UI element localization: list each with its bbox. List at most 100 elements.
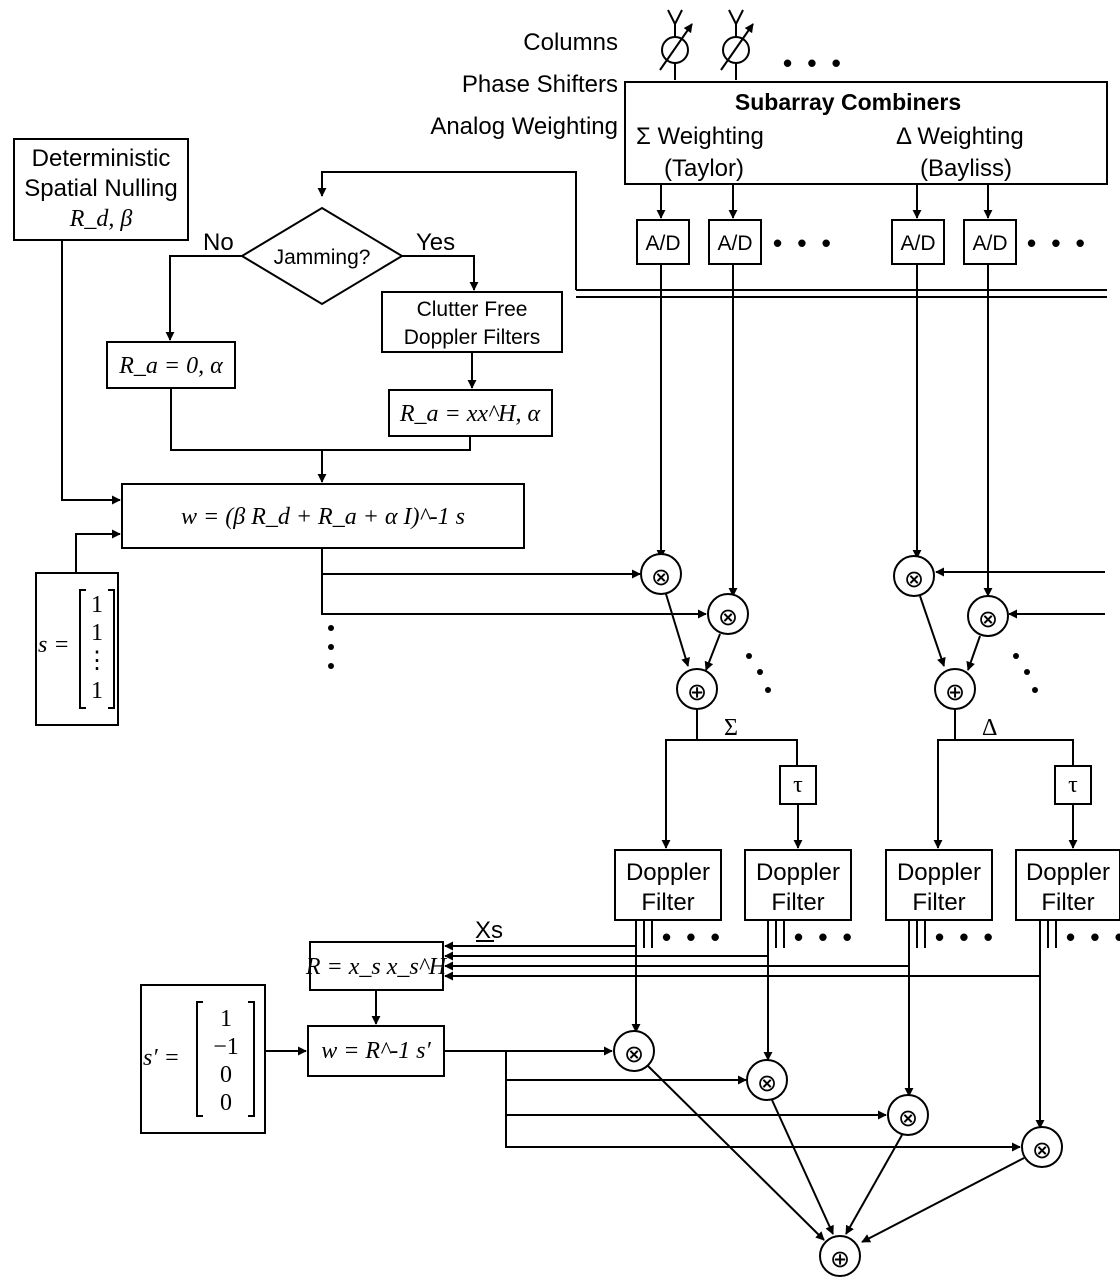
delta-multiplier-2: ⊗ bbox=[967, 595, 1009, 637]
s-prime-entry-2: −1 bbox=[213, 1034, 239, 1060]
svg-text:⊗: ⊗ bbox=[1032, 1138, 1052, 1164]
s-prime-vector-box bbox=[140, 984, 266, 1134]
s-prime-entry-4: 0 bbox=[220, 1090, 232, 1116]
ad-ellipsis-sigma: • • • bbox=[773, 228, 835, 258]
no-label: No bbox=[203, 229, 234, 256]
sigma-ellipsis bbox=[746, 653, 771, 693]
s-vector-entry-3: ⋮ bbox=[85, 648, 109, 674]
ad-converter-2: A/D bbox=[708, 219, 762, 265]
deterministic-nulling-box bbox=[13, 138, 189, 241]
doppler-multiplier-3: ⊗ bbox=[887, 1094, 929, 1136]
delta-output-label: Δ bbox=[982, 715, 997, 741]
spatial-nulling-label: Spatial Nulling bbox=[24, 175, 177, 202]
filter-ellipsis-2: • • • bbox=[794, 922, 856, 952]
s-vector-entry-2: 1 bbox=[91, 620, 103, 646]
sigma-delay-tau: τ bbox=[779, 765, 817, 805]
svg-text:A/D: A/D bbox=[717, 232, 752, 255]
delta-multiplier-1: ⊗ bbox=[893, 555, 935, 597]
doppler-filter-sigma-delayed: Doppler Filter bbox=[744, 849, 852, 921]
rd-beta-equation: R_d, β bbox=[69, 206, 133, 232]
columns-label: Columns bbox=[523, 29, 618, 56]
svg-text:Filter: Filter bbox=[1041, 889, 1094, 916]
svg-text:⊕: ⊕ bbox=[945, 680, 965, 706]
filter-ellipsis-4: • • • bbox=[1066, 922, 1120, 952]
svg-text:A/D: A/D bbox=[900, 232, 935, 255]
doppler-multiplier-2: ⊗ bbox=[746, 1059, 788, 1101]
taylor-label: (Taylor) bbox=[664, 155, 744, 182]
sigma-multiplier-1: ⊗ bbox=[640, 553, 682, 595]
filter-ellipsis-1: • • • bbox=[662, 922, 724, 952]
delta-ellipsis bbox=[1013, 653, 1038, 693]
svg-text:⊗: ⊗ bbox=[718, 605, 738, 631]
bayliss-label: (Bayliss) bbox=[920, 155, 1012, 182]
svg-text:⊕: ⊕ bbox=[830, 1247, 850, 1273]
antenna-element-1 bbox=[659, 9, 693, 80]
doppler-multiplier-4: ⊗ bbox=[1021, 1126, 1063, 1168]
s-vector-entry-4: 1 bbox=[91, 678, 103, 704]
ad-converter-1: A/D bbox=[636, 219, 690, 265]
svg-text:Doppler: Doppler bbox=[756, 859, 840, 886]
svg-text:A/D: A/D bbox=[972, 232, 1007, 255]
filter-ellipsis-3: • • • bbox=[935, 922, 997, 952]
doppler-filter-delta: Doppler Filter bbox=[885, 849, 993, 921]
antenna-element-2 bbox=[720, 9, 754, 80]
weight-ellipsis bbox=[328, 625, 334, 669]
svg-text:Doppler: Doppler bbox=[897, 859, 981, 886]
delta-weighting-label: Δ Weighting bbox=[896, 123, 1024, 150]
s-vector-entry-1: 1 bbox=[91, 592, 103, 618]
deterministic-label: Deterministic bbox=[32, 145, 171, 172]
svg-text:Doppler: Doppler bbox=[626, 859, 710, 886]
clutter-free-label: Clutter Free bbox=[417, 298, 528, 321]
svg-text:A/D: A/D bbox=[645, 232, 680, 255]
s-prime-entry-1: 1 bbox=[220, 1006, 232, 1032]
xs-label: Xs bbox=[475, 917, 503, 944]
adaptive-weight-box bbox=[307, 1025, 445, 1077]
svg-text:Filter: Filter bbox=[912, 889, 965, 916]
covariance-estimate-box bbox=[309, 941, 444, 991]
weight-equation: w = (β R_d + R_a + α I)^-1 s bbox=[181, 504, 465, 530]
svg-text:τ: τ bbox=[1068, 772, 1078, 798]
svg-text:⊗: ⊗ bbox=[624, 1042, 644, 1068]
s-vector-box bbox=[35, 572, 119, 726]
ad-ellipsis-delta: • • • bbox=[1027, 228, 1089, 258]
subarray-combiners-title: Subarray Combiners bbox=[735, 89, 961, 115]
svg-text:Doppler: Doppler bbox=[1026, 859, 1110, 886]
svg-text:⊗: ⊗ bbox=[651, 565, 671, 591]
s-prime-lhs: s′ = bbox=[143, 1045, 180, 1071]
ad-converter-3: A/D bbox=[891, 219, 945, 265]
final-summer: ⊕ bbox=[819, 1235, 861, 1277]
yes-label: Yes bbox=[416, 229, 455, 256]
sigma-summer: ⊕ bbox=[676, 668, 718, 710]
doppler-filter-delta-delayed: Doppler Filter bbox=[1015, 849, 1120, 921]
adaptive-weight-equation: w = R^-1 s′ bbox=[321, 1038, 431, 1064]
s-prime-entry-3: 0 bbox=[220, 1062, 232, 1088]
svg-text:Filter: Filter bbox=[641, 889, 694, 916]
delta-delay-tau: τ bbox=[1054, 765, 1092, 805]
delta-summer: ⊕ bbox=[934, 668, 976, 710]
ra-zero-equation: R_a = 0, α bbox=[118, 353, 223, 379]
svg-text:⊗: ⊗ bbox=[898, 1106, 918, 1132]
doppler-filters-label: Doppler Filters bbox=[404, 326, 541, 349]
subarray-combiners-box bbox=[624, 81, 1108, 185]
svg-text:Filter: Filter bbox=[771, 889, 824, 916]
svg-text:⊗: ⊗ bbox=[978, 607, 998, 633]
ra-xx-equation: R_a = xx^H, α bbox=[399, 401, 541, 427]
jamming-label: Jamming? bbox=[274, 246, 371, 269]
svg-text:τ: τ bbox=[793, 772, 803, 798]
phase-shifters-label: Phase Shifters bbox=[462, 71, 618, 98]
sigma-weighting-label: Σ Weighting bbox=[636, 123, 764, 150]
analog-weighting-label: Analog Weighting bbox=[430, 113, 618, 140]
svg-text:⊗: ⊗ bbox=[904, 567, 924, 593]
svg-text:⊗: ⊗ bbox=[757, 1071, 777, 1097]
doppler-multiplier-1: ⊗ bbox=[613, 1030, 655, 1072]
antenna-ellipsis: • • • bbox=[783, 48, 845, 78]
svg-text:⊕: ⊕ bbox=[687, 680, 707, 706]
sigma-multiplier-2: ⊗ bbox=[707, 593, 749, 635]
s-vector-lhs: s = bbox=[38, 632, 70, 658]
doppler-filter-sigma: Doppler Filter bbox=[614, 849, 722, 921]
sigma-output-label: Σ bbox=[724, 715, 738, 741]
jamming-decision bbox=[240, 206, 404, 306]
ad-converter-4: A/D bbox=[963, 219, 1017, 265]
weight-equation-box bbox=[121, 483, 525, 549]
covariance-equation: R = x_s x_s^H bbox=[305, 954, 448, 980]
